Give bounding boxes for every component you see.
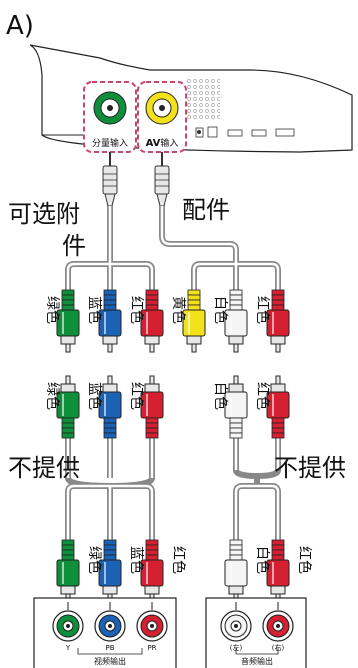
- rca-plug-red: [266, 375, 290, 439]
- projector-body: [29, 44, 353, 153]
- av-input-suffix: 输入: [160, 137, 178, 149]
- jack-label-pr: PR: [147, 644, 156, 652]
- rca-plug-red: [140, 375, 164, 439]
- jack-audio-right: [262, 610, 294, 642]
- component-input-port: 分量输入: [83, 81, 137, 153]
- component-input-label: 分量输入: [92, 137, 128, 149]
- label-red: 红色: [254, 382, 271, 410]
- optional-accessory-label: 可选附 件: [8, 200, 88, 260]
- svg-text:AV输入: AV输入: [146, 137, 179, 149]
- label-white: 白色: [212, 382, 229, 410]
- label-blue: 蓝色: [128, 546, 145, 574]
- cables: [65, 206, 281, 540]
- label-white: 白色: [254, 546, 271, 574]
- label-red: 红色: [296, 546, 313, 574]
- jack-label-right: (右): [272, 643, 285, 652]
- color-labels: 绿色蓝色红色黄色白色红色绿色蓝色红色白色红色绿色蓝色红色白色红色: [44, 296, 313, 574]
- label-red: 红色: [170, 546, 187, 574]
- rca-plug-white: [224, 375, 248, 439]
- panel-label: A): [6, 11, 34, 41]
- jack-label-left: (左): [230, 643, 243, 652]
- rca-plug-red: [266, 289, 290, 353]
- mini-plug-component: [102, 152, 118, 207]
- jack-audio-left: [220, 610, 252, 642]
- vent-grille: [185, 78, 220, 120]
- jack-pb: [94, 610, 126, 642]
- label-blue: 蓝色: [86, 382, 103, 410]
- label-green: 绿色: [44, 296, 61, 324]
- label-yellow: 黄色: [170, 296, 187, 324]
- jack-y: [52, 610, 84, 642]
- label-blue: 蓝色: [86, 296, 103, 324]
- accessory-label: 配件: [182, 196, 230, 224]
- rca-plug-white: [224, 539, 248, 603]
- audio-output-caption: 音频输出: [241, 656, 273, 666]
- rca-plug-green: [56, 375, 80, 439]
- jack-label-y: Y: [65, 644, 71, 652]
- label-white: 白色: [212, 296, 229, 324]
- av-input-port: AV输入: [137, 81, 187, 153]
- rca-plug-blue: [98, 289, 122, 353]
- rca-plug-red: [266, 539, 290, 603]
- rca-plug-red: [140, 539, 164, 603]
- label-green: 绿色: [86, 546, 103, 574]
- label-red: 红色: [128, 382, 145, 410]
- rca-plug-green: [56, 539, 80, 603]
- audio-output-device: (左) (右) 音频输出: [205, 597, 307, 668]
- jack-pr: [136, 610, 168, 642]
- rca-plug-yellow: [182, 289, 206, 353]
- rca-plug-white: [224, 289, 248, 353]
- rca-plugs: [56, 289, 290, 603]
- label-green: 绿色: [44, 382, 61, 410]
- rca-plug-blue: [98, 539, 122, 603]
- rca-plug-red: [140, 289, 164, 353]
- not-provided-right-label: 不提供: [274, 454, 346, 482]
- rca-plug-blue: [98, 375, 122, 439]
- projector-back-ports: [195, 126, 295, 138]
- video-output-caption: 视频输出: [94, 656, 126, 666]
- not-provided-left-label: 不提供: [8, 454, 80, 482]
- video-output-device: Y PB PR 视频输出: [33, 597, 177, 668]
- rca-plug-green: [56, 289, 80, 353]
- mini-plug-av: [154, 152, 170, 207]
- label-red: 红色: [128, 296, 145, 324]
- jack-label-pb: PB: [105, 644, 114, 652]
- label-red: 红色: [254, 296, 271, 324]
- av-input-prefix: AV: [146, 138, 161, 149]
